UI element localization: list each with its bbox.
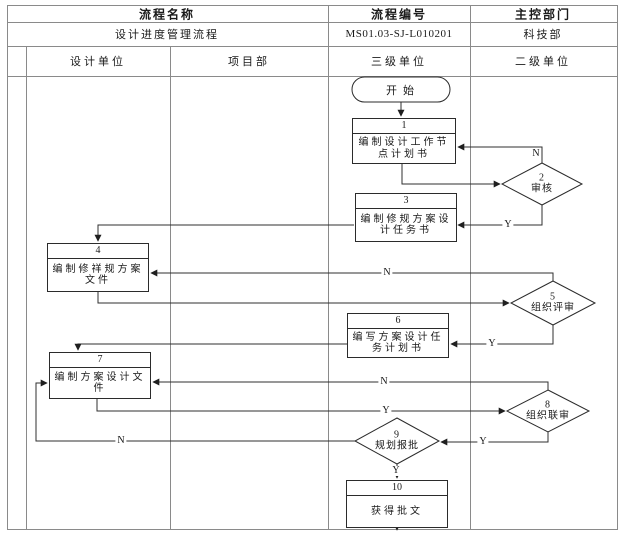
table-row3-divider <box>7 76 618 77</box>
decision-5-shape <box>509 280 597 326</box>
decision-5-text: 5 组织评审 <box>531 291 575 314</box>
decision-5-number: 5 <box>550 291 556 303</box>
edge-8-no-to-7 <box>152 378 549 390</box>
table-border-left <box>7 5 8 530</box>
process-name-header: 流程名称 <box>138 7 196 22</box>
flow-node-10: 10 获得批文 <box>346 480 448 528</box>
lane-header-project-dept: 项目部 <box>228 56 270 68</box>
lane-divider-2 <box>328 5 329 530</box>
edge-1-to-2 <box>401 164 501 188</box>
flow-node-6-number: 6 <box>348 314 448 329</box>
table-border-bottom <box>7 529 618 530</box>
table-row2-divider <box>7 46 618 47</box>
edge-8-yes-to-9 <box>440 432 549 446</box>
table-row1-divider <box>7 22 618 23</box>
department-value: 科技部 <box>523 29 563 41</box>
flow-node-7: 7 编制方案设计文件 <box>49 352 151 399</box>
decision-2-label: 审核 <box>531 183 553 194</box>
edge-label-8-no: N <box>378 376 390 387</box>
table-border-right <box>617 5 618 530</box>
flow-node-3-number: 3 <box>356 194 456 209</box>
decision-2-number: 2 <box>539 172 545 184</box>
edge-label-5-yes: Y <box>486 338 498 349</box>
flow-node-3: 3 编制修规方案设计任务书 <box>355 193 457 242</box>
edge-7-to-8 <box>96 399 506 415</box>
start-terminator-shape <box>351 76 451 103</box>
lane-divider-margin <box>26 46 27 530</box>
decision-9-text: 9 规划报批 <box>375 429 419 452</box>
department-header: 主控部门 <box>514 7 572 22</box>
flow-node-10-number: 10 <box>347 481 447 496</box>
decision-9-label: 规划报批 <box>375 440 419 451</box>
flow-node-7-label: 编制方案设计文件 <box>54 371 146 395</box>
flow-node-4: 4 编制修祥规方案文件 <box>47 243 149 292</box>
decision-2-text: 2 审核 <box>531 172 553 195</box>
lane-divider-3 <box>470 5 471 530</box>
process-code-header: 流程编号 <box>370 7 428 22</box>
decision-8-label: 组织联审 <box>526 410 570 421</box>
edge-5-yes-to-6 <box>450 325 554 348</box>
edge-3-to-4 <box>94 224 354 242</box>
flow-node-1: 1 编制设计工作节点计划书 <box>352 118 456 164</box>
edge-2-yes-to-3 <box>457 205 543 229</box>
lane-header-level3-unit: 三级单位 <box>371 56 427 68</box>
flow-node-6-label: 编写方案设计任务计划书 <box>352 331 444 355</box>
flow-node-7-number: 7 <box>50 353 150 368</box>
lane-header-level2-unit: 二级单位 <box>515 56 571 68</box>
flow-node-4-label: 编制修祥规方案文件 <box>52 263 144 287</box>
edge-4-to-5 <box>97 292 510 307</box>
decision-8-number: 8 <box>545 399 551 411</box>
decision-5-label: 组织评审 <box>531 302 575 313</box>
flow-node-1-number: 1 <box>353 119 455 134</box>
lane-header-design-unit: 设计单位 <box>70 56 126 68</box>
decision-8-shape <box>505 389 591 433</box>
process-name-value: 设计进度管理流程 <box>115 29 219 41</box>
lane-divider-1 <box>170 46 171 530</box>
flow-node-3-label: 编制修规方案设计任务书 <box>360 213 452 237</box>
edge-9-no-to-7 <box>35 379 355 442</box>
process-code-value: MS01.03-SJ-L010201 <box>345 28 453 40</box>
decision-9-shape <box>353 417 441 465</box>
edge-label-9-no: N <box>115 435 127 446</box>
flow-node-6: 6 编写方案设计任务计划书 <box>347 313 449 358</box>
edge-label-8-yes: Y <box>477 436 489 447</box>
flow-node-1-label: 编制设计工作节点计划书 <box>358 137 450 160</box>
edge-5-no-to-4 <box>150 269 554 281</box>
decision-9-number: 9 <box>394 429 400 441</box>
flow-node-10-label: 获得批文 <box>371 505 423 517</box>
decision-8-text: 8 组织联审 <box>526 399 570 422</box>
table-border-top <box>7 5 618 6</box>
edge-2-no-to-1 <box>457 143 543 163</box>
decision-2-shape <box>500 162 584 206</box>
edge-6-to-7 <box>74 343 347 351</box>
edge-label-5-no: N <box>381 267 393 278</box>
edge-label-2-yes: Y <box>502 219 514 230</box>
edge-label-7-yes: Y <box>380 405 392 416</box>
edge-label-2-no: N <box>530 148 542 159</box>
flow-node-4-number: 4 <box>48 244 148 259</box>
edge-label-9-yes: Y <box>390 465 402 476</box>
start-terminator-label: 开始 <box>386 85 420 97</box>
